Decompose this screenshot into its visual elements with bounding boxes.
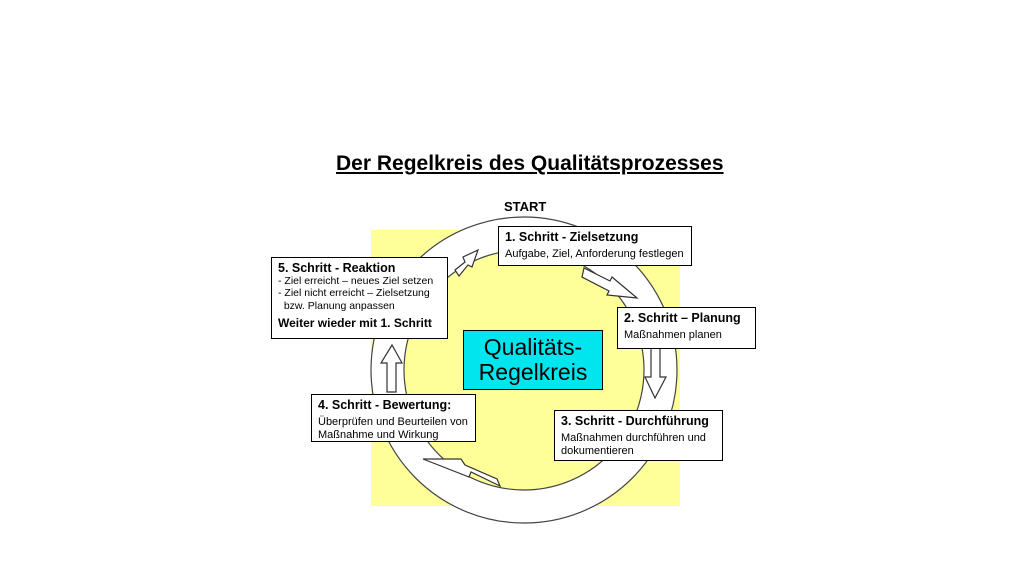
step-4-description: Überprüfen und Beurteilen von Maßnahme u…	[318, 416, 468, 442]
step-1-heading: 1. Schritt - Zielsetzung	[505, 230, 639, 244]
step-5-heading: 5. Schritt - Reaktion	[278, 261, 396, 275]
arrow-5-to-1	[454, 248, 480, 278]
center-label-line-1: Qualitäts-	[483, 334, 583, 360]
start-label: START	[504, 199, 547, 214]
step-4-box: 4. Schritt - Bewertung: Überprüfen und B…	[311, 394, 476, 442]
step-5-bullet: bzw. Planung anpassen	[278, 299, 395, 312]
step-5-bullet: - Ziel erreicht – neues Ziel setzen	[278, 275, 434, 288]
diagram-title: Der Regelkreis des Qualitätsprozesses	[336, 152, 724, 175]
arrow-2-to-3	[644, 347, 667, 400]
arrow-4-to-5	[379, 343, 404, 393]
step-2-description: Maßnahmen planen	[624, 329, 722, 342]
arrow-1-to-2	[581, 267, 639, 299]
step-5-box: 5. Schritt - Reaktion - Ziel erreicht – …	[271, 257, 448, 339]
step-1-box: 1. Schritt - Zielsetzung Aufgabe, Ziel, …	[498, 226, 692, 266]
step-2-heading: 2. Schritt – Planung	[624, 311, 741, 325]
step-2-box: 2. Schritt – Planung Maßnahmen planen	[617, 307, 756, 349]
step-5-bullet: - Ziel nicht erreicht – Zielsetzung	[278, 287, 430, 300]
center-box: Qualitäts- Regelkreis	[463, 330, 603, 390]
center-label-line-2: Regelkreis	[478, 359, 588, 385]
step-5-footer: Weiter wieder mit 1. Schritt	[278, 315, 432, 330]
step-3-description: Maßnahmen durchführen und dokumentieren	[561, 432, 706, 458]
step-4-heading: 4. Schritt - Bewertung:	[318, 398, 452, 412]
arrow-3-to-4	[422, 458, 502, 488]
step-3-box: 3. Schritt - Durchführung Maßnahmen durc…	[554, 410, 723, 461]
step-1-description: Aufgabe, Ziel, Anforderung festlegen	[505, 248, 684, 261]
step-3-heading: 3. Schritt - Durchführung	[561, 414, 709, 428]
